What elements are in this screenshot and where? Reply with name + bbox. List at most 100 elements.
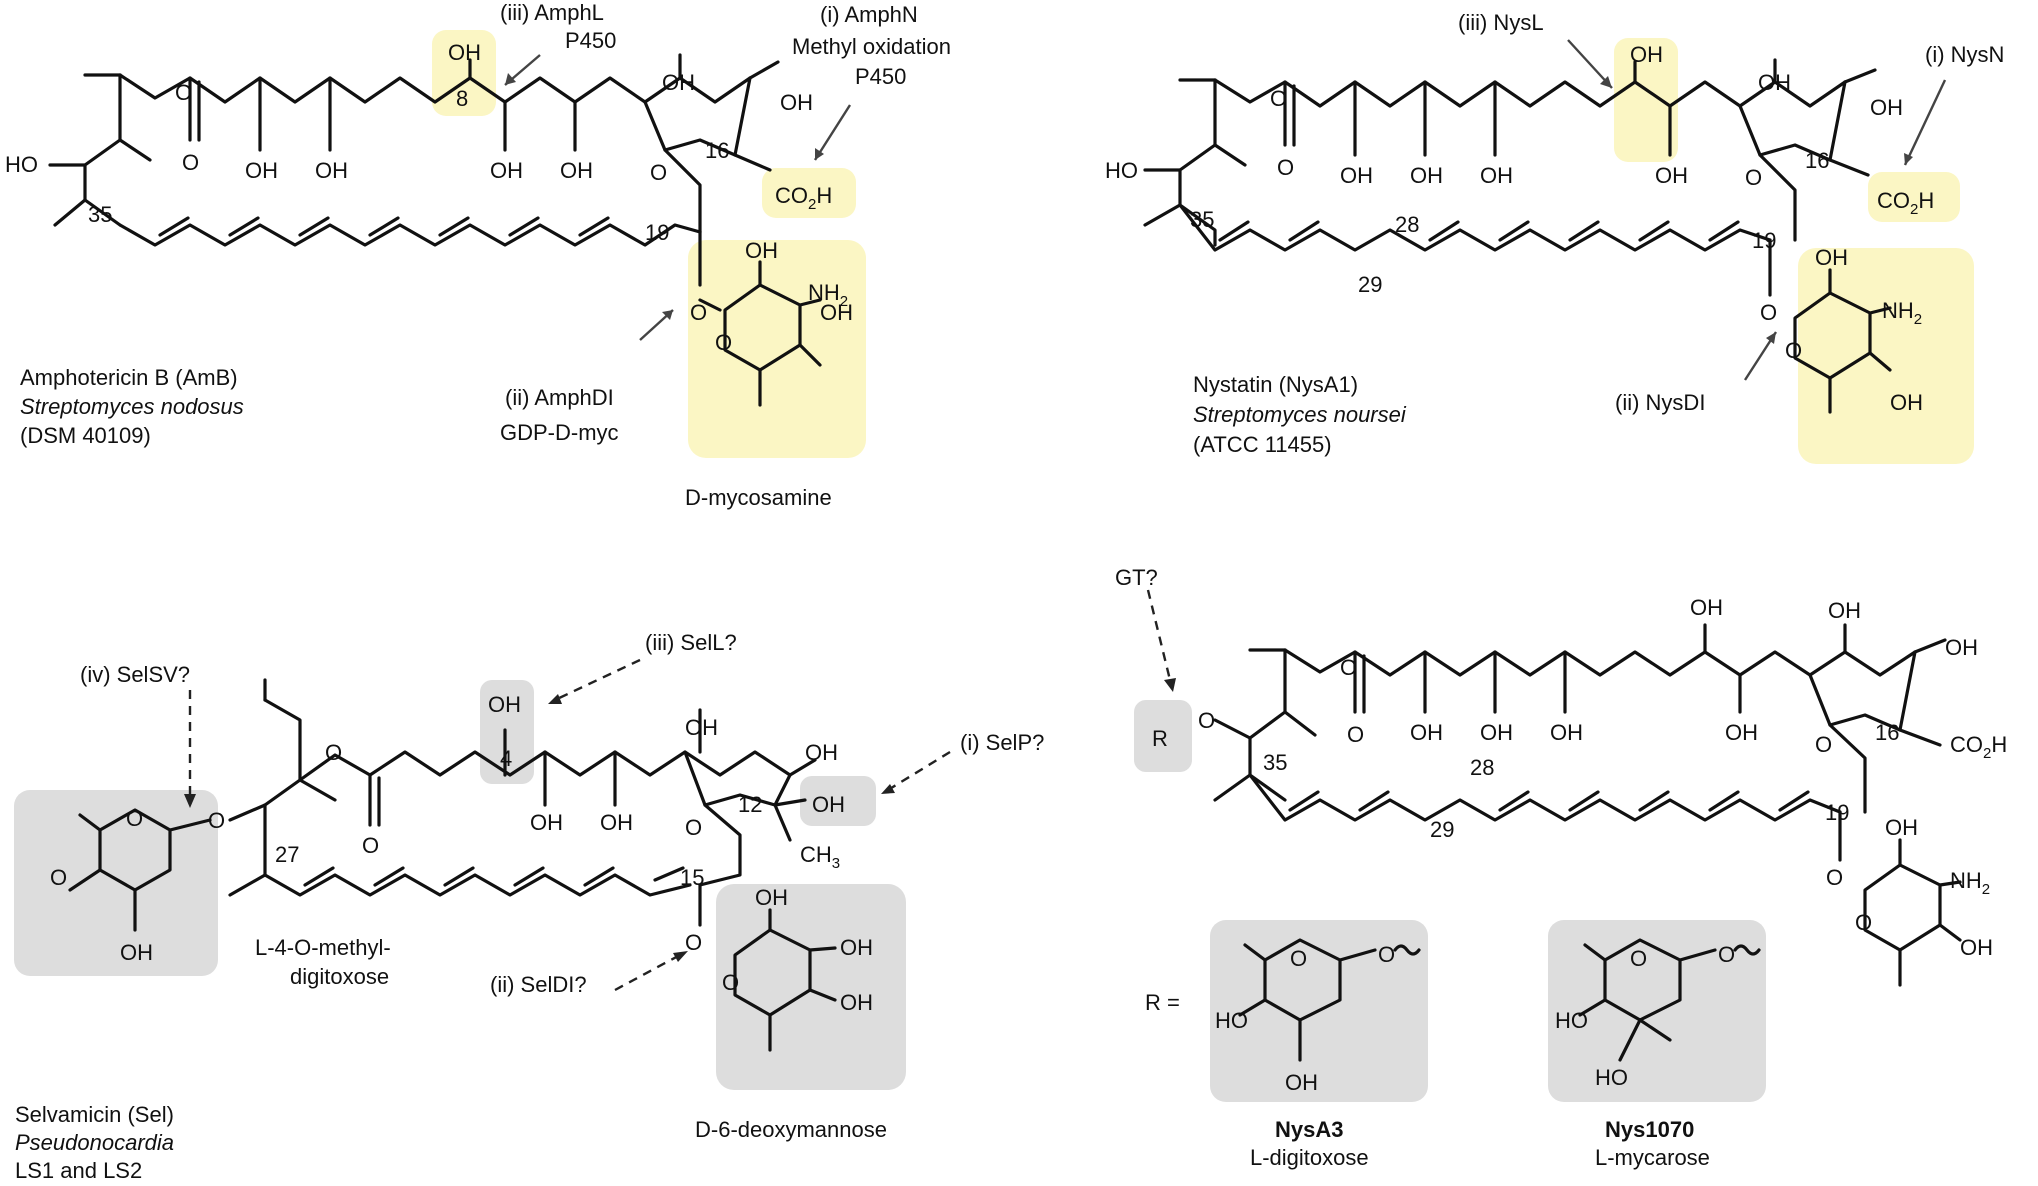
sel-ring-o: O: [685, 815, 702, 840]
sel-num-12: 12: [738, 792, 762, 817]
nys-nh2: NH2: [1882, 298, 1922, 328]
gt-opt2-ring-o: O: [1630, 946, 1647, 971]
nys-sugar-oh-right: OH: [1890, 390, 1923, 415]
amb-oh-a: OH: [245, 158, 278, 183]
amb-ester-o: O: [175, 80, 192, 105]
gt-opt2-link-o: O: [1718, 942, 1735, 967]
amb-glyco-o: O: [690, 300, 707, 325]
sel-sugar-top-l2: digitoxose: [290, 964, 389, 989]
gt-num-19: 19: [1825, 800, 1849, 825]
gt-carbonyl-o: O: [1347, 722, 1364, 747]
sel-num-27: 27: [275, 842, 299, 867]
nys-organism: Streptomyces noursei: [1193, 402, 1407, 427]
gt-opt1-ring-o: O: [1290, 946, 1307, 971]
amb-num-19: 19: [645, 220, 669, 245]
gt-num-28: 28: [1470, 755, 1494, 780]
sel-organism: Pseudonocardia: [15, 1130, 174, 1155]
nys-oh-hemiketal: OH: [1758, 70, 1791, 95]
highlight-sel-digitoxose: [14, 790, 218, 976]
nys-num-16: 16: [1805, 148, 1829, 173]
amb-nh2: NH2: [808, 280, 848, 310]
nys-oh-b: OH: [1410, 163, 1443, 188]
sel-step-iii: (iii) SelL?: [645, 630, 737, 655]
sel-sugar-oh-right: OH: [840, 935, 873, 960]
amb-ring-o: O: [650, 160, 667, 185]
amb-oh-hemiketal: OH: [662, 70, 695, 95]
nys-sugar-oh-top: OH: [1815, 245, 1848, 270]
amb-oh-b: OH: [315, 158, 348, 183]
gt-oh-hemiketal: OH: [1828, 598, 1861, 623]
nys-step-iii: (iii) NysL: [1458, 10, 1544, 35]
sel-glyco-o: O: [685, 930, 702, 955]
nys-step-ii: (ii) NysDI: [1615, 390, 1705, 415]
gt-oh-ring: OH: [1945, 635, 1978, 660]
amb-sugar-o: O: [715, 330, 732, 355]
amb-num-16: 16: [705, 138, 729, 163]
gt-ether-o: O: [1198, 708, 1215, 733]
amb-ho-35: HO: [5, 152, 38, 177]
gt-opt2-name: Nys1070: [1605, 1117, 1694, 1142]
amb-strain: (DSM 40109): [20, 423, 151, 448]
gt-opt1-sugar: L-digitoxose: [1250, 1145, 1369, 1170]
amb-step-i-l1: (i) AmphN: [820, 2, 918, 27]
nys-oh-top: OH: [1630, 42, 1663, 67]
gt-oh-a: OH: [1410, 720, 1443, 745]
panel-amphotericin: O O HO OH OH OH OH OH OH OH O O O OH OH …: [5, 0, 951, 510]
sel-digitoxose-ring-o: O: [126, 806, 143, 831]
gt-label: GT?: [1115, 565, 1158, 590]
sel-oh-a: OH: [530, 810, 563, 835]
sel-sugar-oh-top: OH: [755, 885, 788, 910]
nys-num-29: 29: [1358, 272, 1382, 297]
sel-step-ii: (ii) SelDI?: [490, 972, 587, 997]
sel-num-15: 15: [680, 865, 704, 890]
amb-step-ii-l1: (ii) AmphDI: [505, 385, 614, 410]
sel-oh-4: OH: [488, 692, 521, 717]
panel-selvamicin: O O OH OH OH OH OH OH O O O OH OH OH O O…: [15, 630, 1044, 1183]
nys-oh-ring: OH: [1870, 95, 1903, 120]
gt-sugar-oh-top: OH: [1885, 815, 1918, 840]
amb-step-i-l2: Methyl oxidation: [792, 34, 951, 59]
gt-sugar-oh-right: OH: [1960, 935, 1993, 960]
nys-num-28: 28: [1395, 212, 1419, 237]
nys-num-35: 35: [1190, 207, 1214, 232]
sel-oh-12: OH: [812, 792, 845, 817]
nys-num-19: 19: [1752, 228, 1776, 253]
sel-ch3: CH3: [800, 842, 840, 872]
gt-r-label: R: [1152, 726, 1168, 751]
amb-step-iii-l2: P450: [565, 28, 616, 53]
amb-name: Amphotericin B (AmB): [20, 365, 238, 390]
highlight-nys-co2h: [1868, 172, 1960, 222]
amb-oh-8: OH: [448, 40, 481, 65]
gt-opt1-link-o: O: [1378, 942, 1395, 967]
gt-oh-top: OH: [1690, 595, 1723, 620]
gt-opt1-name: NysA3: [1275, 1117, 1343, 1142]
highlight-amb-mycosamine: [688, 240, 866, 458]
amb-sugar-oh-top: OH: [745, 238, 778, 263]
amb-step-iii-l1: (iii) AmphL: [500, 0, 604, 25]
sel-digitoxose-oh: OH: [120, 940, 153, 965]
gt-opt1-ho: HO: [1215, 1008, 1248, 1033]
sel-step-i: (i) SelP?: [960, 730, 1044, 755]
nys-ring-o: O: [1745, 165, 1762, 190]
amb-step-i-l3: P450: [855, 64, 906, 89]
sel-sugar-bottom: D-6-deoxymannose: [695, 1117, 887, 1142]
sel-step-iv: (iv) SelSV?: [80, 662, 190, 687]
sel-sugar-oh-lower: OH: [840, 990, 873, 1015]
nys-ester-o: O: [1270, 86, 1287, 111]
gt-ester-o: O: [1340, 655, 1357, 680]
sel-oh-b: OH: [600, 810, 633, 835]
gt-num-16: 16: [1875, 720, 1899, 745]
gt-co2h: CO2H: [1950, 732, 2007, 762]
panel-nystatin: O O HO OH OH OH OH OH OH OH O O O OH OH …: [1105, 10, 2004, 457]
gt-opt2-ho-a: HO: [1555, 1008, 1588, 1033]
nys-ho-35: HO: [1105, 158, 1138, 183]
amb-sugar-oh-right: OH: [820, 300, 853, 325]
sel-ester-o: O: [325, 740, 342, 765]
gt-oh-d: OH: [1725, 720, 1758, 745]
highlight-sel-oh12: [800, 776, 876, 826]
gt-num-35: 35: [1263, 750, 1287, 775]
gt-opt1-oh: OH: [1285, 1070, 1318, 1095]
nys-sugar-o: O: [1785, 338, 1802, 363]
nys-oh-c: OH: [1480, 163, 1513, 188]
nys-carbonyl-o: O: [1277, 155, 1294, 180]
